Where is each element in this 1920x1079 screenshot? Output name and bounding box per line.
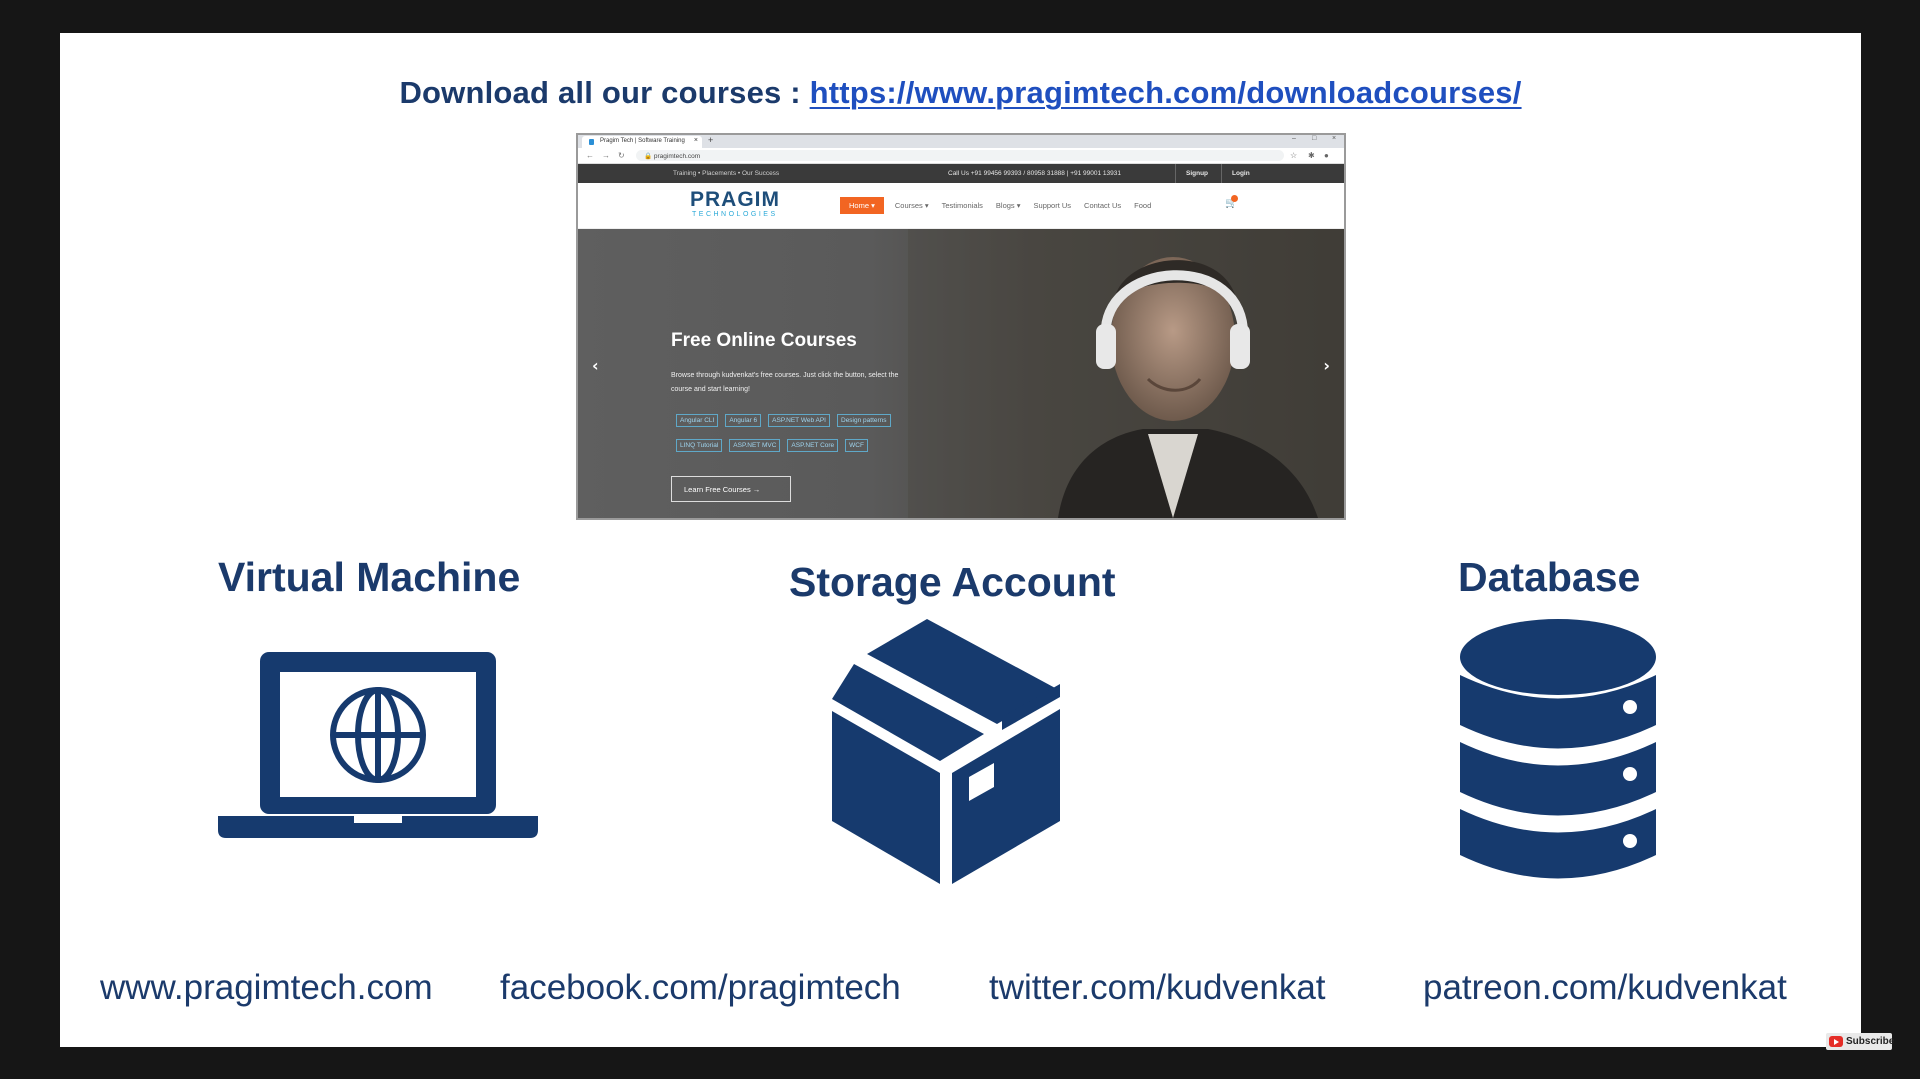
reload-icon[interactable]: ↻ <box>618 151 625 160</box>
slide: Download all our courses : https://www.p… <box>60 33 1861 1047</box>
site-menu: Home ▾ Courses ▾ Testimonials Blogs ▾ Su… <box>840 197 1153 214</box>
menu-blogs[interactable]: Blogs ▾ <box>995 201 1021 210</box>
hero-person-image <box>908 229 1344 518</box>
browser-tab-bar: Pragim Tech | Software Training × + – □ … <box>578 135 1344 148</box>
virtual-machine-title: Virtual Machine <box>218 554 521 600</box>
hero-carousel: Free Online Courses Browse through kudve… <box>578 229 1344 518</box>
course-tag[interactable]: Design patterns <box>837 414 891 427</box>
course-tag[interactable]: ASP.NET Core <box>787 439 839 452</box>
favicon-icon <box>589 139 594 145</box>
maximize-icon[interactable]: □ <box>1312 135 1317 142</box>
window-close-icon[interactable]: × <box>1332 135 1337 142</box>
course-tag[interactable]: Angular CLI <box>676 414 719 427</box>
database-icon <box>1460 619 1656 879</box>
logo-main-text: PRAGIM <box>690 188 780 211</box>
learn-free-courses-button[interactable]: Learn Free Courses → <box>671 476 791 502</box>
url-text: pragimtech.com <box>653 153 701 160</box>
browser-tab[interactable]: Pragim Tech | Software Training × <box>582 136 702 148</box>
extension-icon[interactable]: ✱ <box>1308 151 1315 160</box>
footer-facebook-link[interactable]: facebook.com/pragimtech <box>500 968 901 1007</box>
box-icon <box>832 619 1060 884</box>
profile-icon[interactable]: ● <box>1324 151 1329 160</box>
site-top-strip: Training • Placements • Our Success Call… <box>578 164 1344 183</box>
download-courses-headline: Download all our courses : https://www.p… <box>60 75 1861 111</box>
database-title: Database <box>1458 554 1641 600</box>
login-link[interactable]: Login <box>1221 164 1260 183</box>
course-tag[interactable]: LINQ Tutorial <box>676 439 723 452</box>
cart-badge <box>1231 195 1238 202</box>
subscribe-watermark[interactable]: Subscribe <box>1826 1033 1895 1050</box>
download-courses-link[interactable]: https://www.pragimtech.com/downloadcours… <box>809 75 1522 110</box>
back-icon[interactable]: ← <box>586 151 594 160</box>
new-tab-button[interactable]: + <box>708 135 714 145</box>
menu-home[interactable]: Home ▾ <box>840 197 884 214</box>
course-tag[interactable]: ASP.NET Web API <box>768 414 830 427</box>
menu-food[interactable]: Food <box>1134 201 1152 210</box>
subscribe-label: Subscribe <box>1846 1036 1895 1047</box>
course-tag[interactable]: Angular 6 <box>725 414 762 427</box>
signup-link[interactable]: Signup <box>1175 164 1218 183</box>
site-crumbs[interactable]: Training • Placements • Our Success <box>673 170 780 177</box>
cart-icon[interactable]: 🛒 <box>1225 198 1238 209</box>
star-icon[interactable]: ☆ <box>1290 151 1298 160</box>
logo-sub-text: TECHNOLOGIES <box>692 211 778 218</box>
carousel-next-icon[interactable]: › <box>1323 356 1330 375</box>
forward-icon[interactable]: → <box>602 151 610 160</box>
menu-courses[interactable]: Courses ▾ <box>894 201 929 210</box>
site-navbar: PRAGIM TECHNOLOGIES Home ▾ Courses ▾ Tes… <box>578 183 1344 229</box>
phone-numbers: Call Us +91 99456 99393 / 80958 31888 | … <box>948 170 1122 177</box>
storage-account-title: Storage Account <box>789 559 1116 605</box>
course-tags: Angular CLI Angular 6 ASP.NET Web API De… <box>676 414 916 452</box>
course-tag[interactable]: ASP.NET MVC <box>729 439 781 452</box>
carousel-prev-icon[interactable]: ‹ <box>592 356 599 375</box>
address-bar: ← → ↻ 🔒 pragimtech.com ☆ ✱ ● <box>578 148 1344 164</box>
lock-icon: 🔒 <box>644 153 654 160</box>
tab-close-icon[interactable]: × <box>693 137 698 144</box>
footer-website-link[interactable]: www.pragimtech.com <box>100 968 433 1007</box>
youtube-icon <box>1829 1036 1843 1047</box>
menu-contact-us[interactable]: Contact Us <box>1084 201 1122 210</box>
laptop-globe-icon <box>218 652 538 838</box>
headline-prefix: Download all our courses : <box>399 75 810 110</box>
pragim-logo[interactable]: PRAGIM TECHNOLOGIES <box>690 188 780 219</box>
minimize-icon[interactable]: – <box>1292 135 1296 142</box>
tab-title: Pragim Tech | Software Training <box>600 138 685 144</box>
course-tag[interactable]: WCF <box>845 439 868 452</box>
footer-patreon-link[interactable]: patreon.com/kudvenkat <box>1423 968 1787 1007</box>
hero-title: Free Online Courses <box>671 330 857 351</box>
menu-support-us[interactable]: Support Us <box>1033 201 1072 210</box>
footer-twitter-link[interactable]: twitter.com/kudvenkat <box>989 968 1326 1007</box>
website-screenshot: Pragim Tech | Software Training × + – □ … <box>576 133 1346 520</box>
menu-testimonials[interactable]: Testimonials <box>941 201 983 210</box>
hero-description: Browse through kudvenkat's free courses.… <box>671 372 899 393</box>
url-field[interactable]: 🔒 pragimtech.com <box>636 150 1284 161</box>
